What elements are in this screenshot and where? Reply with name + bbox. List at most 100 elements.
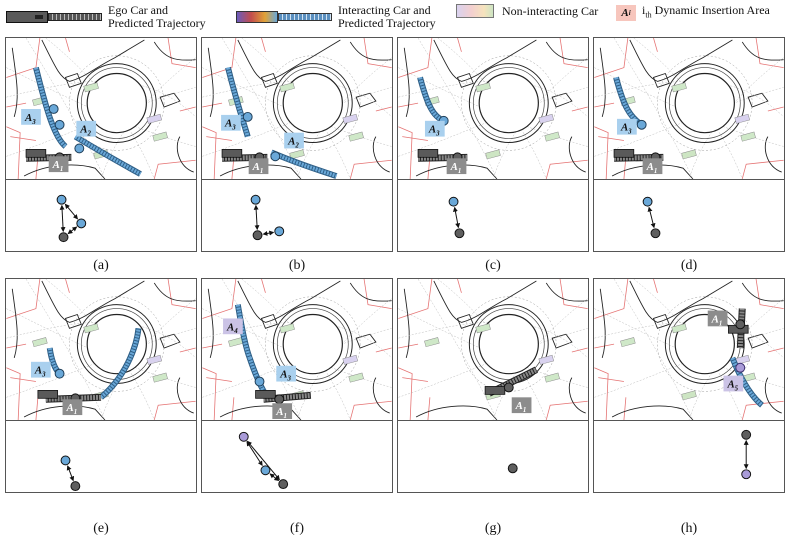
road-boundary-red xyxy=(598,377,624,382)
road-edge xyxy=(741,41,784,61)
road-boundary-red xyxy=(349,159,392,179)
area-letter: A xyxy=(646,161,654,173)
road-edge xyxy=(41,39,145,82)
insertion-area-label: A3 xyxy=(620,122,632,136)
interaction-graph xyxy=(397,180,589,252)
graph-interacting-node xyxy=(274,226,285,237)
noninteracting-car xyxy=(671,323,687,334)
ego-car xyxy=(613,149,635,158)
road-edge xyxy=(433,39,537,82)
road-boundary-red xyxy=(6,126,21,179)
road-boundary-red xyxy=(653,38,658,52)
lane-guide xyxy=(437,279,547,420)
road-boundary-red xyxy=(623,397,627,420)
area-subscript: 1 xyxy=(260,168,263,175)
road-boundary-red xyxy=(755,38,784,68)
noninteracting-car xyxy=(544,372,560,383)
lane-guide xyxy=(25,279,106,420)
area-letter: A xyxy=(428,124,436,136)
road-edge xyxy=(764,377,782,414)
road-boundary-red xyxy=(202,279,237,319)
roundabout-lane xyxy=(461,296,557,392)
legend-ego-line2: Predicted Trajectory xyxy=(108,16,206,30)
insertion-area-3: A3 xyxy=(30,361,51,379)
area-letter: A xyxy=(279,369,287,381)
road-edge xyxy=(372,136,390,173)
road-boundary-red xyxy=(398,367,413,420)
lane-guide xyxy=(100,298,196,420)
road-boundary-red xyxy=(398,126,413,179)
lane-guide xyxy=(296,298,392,420)
graph-svg xyxy=(60,455,81,492)
interaction-graph xyxy=(593,180,785,252)
road-boundary-red xyxy=(375,106,392,112)
graph-svg xyxy=(448,196,465,239)
roundabout-lane xyxy=(265,55,361,151)
interacting-node xyxy=(54,119,65,130)
road-edge xyxy=(568,377,586,414)
road-edge xyxy=(41,280,145,323)
lane-guide xyxy=(417,279,498,420)
insertion-area-box xyxy=(284,132,304,149)
scene-svg: A1 xyxy=(398,279,588,420)
road-edge xyxy=(159,333,181,349)
legend-interacting: Interacting Car and Predicted Trajectory xyxy=(236,4,436,30)
noninteracting-car xyxy=(83,323,99,334)
area-subscript: 2 xyxy=(87,131,92,138)
road-boundary-red xyxy=(559,38,588,68)
road-edge xyxy=(403,288,410,359)
lane-guide xyxy=(398,321,588,359)
ego-car xyxy=(37,390,59,399)
road-boundary-red xyxy=(741,400,784,420)
road-boundary-red xyxy=(398,279,433,319)
road-edge xyxy=(545,41,588,61)
noninteracting-car xyxy=(485,149,501,160)
interacting-node xyxy=(254,376,265,387)
roundabout-island xyxy=(282,313,343,375)
ego-node xyxy=(503,382,514,393)
roundabout-lane xyxy=(657,55,753,151)
road-boundary-red xyxy=(545,159,588,179)
lane-guide xyxy=(633,279,743,420)
insertion-area-box xyxy=(62,399,83,416)
interaction-graph xyxy=(593,421,785,493)
road-boundary-red xyxy=(653,279,658,293)
road-boundary-red xyxy=(571,106,588,112)
ego-trajectory-fill xyxy=(614,154,664,161)
road-boundary-red xyxy=(167,279,196,309)
insertion-area-label: A2 xyxy=(79,124,91,138)
graph-edge xyxy=(253,204,260,231)
interacting-node xyxy=(54,368,65,379)
insertion-area-3: A3 xyxy=(617,118,637,136)
noninteracting-car xyxy=(475,323,491,334)
road-boundary-red xyxy=(202,126,217,179)
insertion-area-label: A1 xyxy=(711,313,723,327)
insertion-area-1: A1 xyxy=(48,156,69,173)
road-boundary-red xyxy=(545,400,588,420)
road-boundary-red xyxy=(179,347,196,353)
ego-node xyxy=(274,394,285,405)
lane-guide xyxy=(202,80,392,118)
noninteracting-car xyxy=(342,113,358,124)
road-boundary-red xyxy=(457,279,462,293)
roundabout-lane xyxy=(461,55,557,151)
ego-trajectory-fill xyxy=(263,392,312,402)
ego-trajectory-fill xyxy=(222,154,268,161)
area-letter: A xyxy=(726,378,734,390)
road-network xyxy=(398,279,588,420)
noninteracting-car xyxy=(146,354,162,365)
graph-interacting-node xyxy=(448,196,459,207)
lane-guide xyxy=(25,38,106,179)
insertion-area-5: A5 xyxy=(723,375,744,392)
roundabout-island xyxy=(478,72,539,134)
road-boundary-red xyxy=(261,38,266,52)
road-boundary-red xyxy=(741,159,784,179)
road-boundary-red xyxy=(427,397,431,420)
insertion-area-label: A1 xyxy=(450,161,462,175)
insertion-area-3: A3 xyxy=(21,108,41,126)
insertion-area-box xyxy=(446,158,467,175)
ego-node xyxy=(735,319,746,330)
